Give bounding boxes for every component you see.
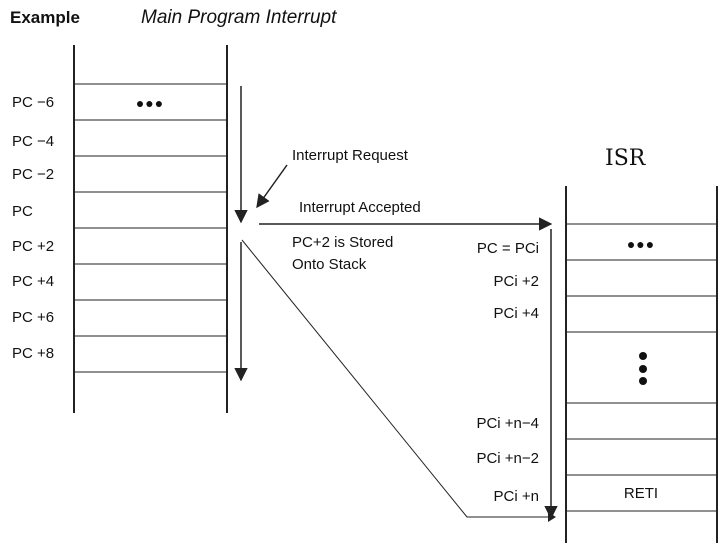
- isr-top-ellipsis-dots: ●●●: [627, 236, 655, 252]
- main-row-label: PC −6: [12, 94, 54, 111]
- stored-note-line2: Onto Stack: [292, 256, 367, 273]
- isr-column: [565, 186, 718, 543]
- isr-vertical-ellipsis: [639, 352, 647, 385]
- stored-note-line1: PC+2 is Stored: [292, 234, 393, 251]
- return-path-line: [241, 239, 553, 518]
- main-program-title: Main Program Interrupt: [141, 7, 337, 28]
- main-row-label: PC: [12, 203, 33, 220]
- isr-row-label: PC = PCi: [477, 240, 539, 257]
- main-row-label: PC −2: [12, 166, 54, 183]
- isr-row-label: PCi +n−2: [476, 450, 539, 467]
- vertical-dot: [639, 377, 647, 385]
- isr-row-label: PCi +2: [494, 273, 539, 290]
- vertical-dot: [639, 352, 647, 360]
- reti-instruction: RETI: [624, 485, 658, 502]
- main-row-label: PC +6: [12, 309, 54, 326]
- isr-row-label: PCi +n: [494, 488, 539, 505]
- isr-row-label: PCi +4: [494, 305, 539, 322]
- interrupt-accepted-label: Interrupt Accepted: [299, 199, 421, 216]
- interrupt-request-arrow: [256, 164, 288, 209]
- main-row-label: PC +8: [12, 345, 54, 362]
- example-label: Example: [10, 8, 80, 27]
- main-row-label: PC +2: [12, 238, 54, 255]
- return-path-arrowhead: [548, 512, 556, 522]
- interrupt-request-label: Interrupt Request: [292, 147, 409, 164]
- isr-title: ISR: [605, 146, 647, 171]
- main-row-label: PC −4: [12, 133, 54, 150]
- main-row-label: PC +4: [12, 273, 54, 290]
- main-program-column: [73, 45, 228, 413]
- main-ellipsis-dots: ●●●: [136, 95, 164, 111]
- isr-row-label: PCi +n−4: [476, 415, 539, 432]
- vertical-dot: [639, 365, 647, 373]
